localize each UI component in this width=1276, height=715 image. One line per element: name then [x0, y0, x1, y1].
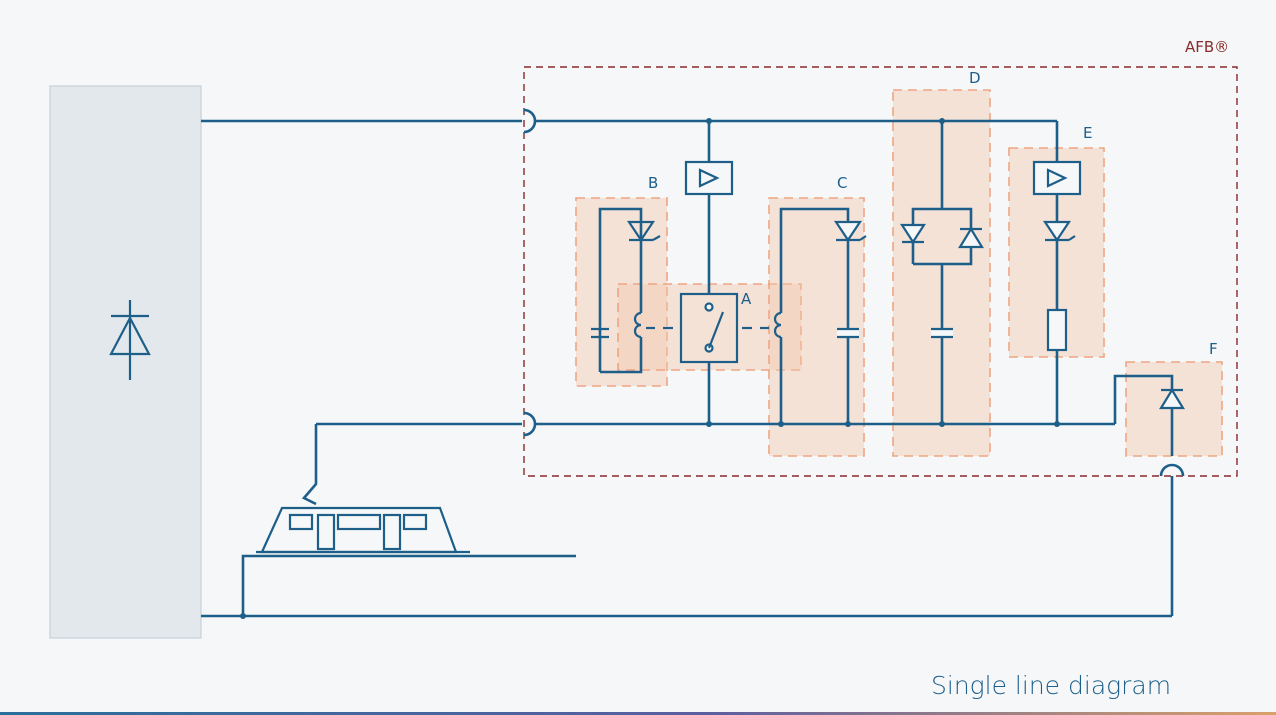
- capacitor-icon: [591, 327, 609, 339]
- junction-dots: [240, 118, 1060, 619]
- afb-boundary: [523, 66, 1238, 477]
- coil-icon: [633, 311, 642, 339]
- thyristor-icon: [958, 226, 984, 249]
- zone-label-d: D: [969, 69, 981, 87]
- amplifier-icon: [684, 160, 734, 196]
- zone-b: [575, 197, 668, 387]
- thyristor-icon: [899, 223, 927, 245]
- diode-icon: [109, 300, 151, 380]
- zone-label-c: C: [837, 174, 847, 192]
- thyristor-icon: [1042, 220, 1076, 242]
- zone-label-e: E: [1083, 124, 1092, 142]
- afb-label: AFB®: [1185, 38, 1229, 56]
- branch-a: [646, 121, 769, 424]
- resistor-icon: [1046, 308, 1068, 352]
- thyristor-icon: [626, 220, 661, 242]
- rectifier-block: [49, 85, 202, 639]
- branch-d: [899, 121, 984, 424]
- capacitor-icon: [837, 327, 859, 339]
- diode-icon: [1159, 387, 1185, 410]
- zone-label-f: F: [1209, 340, 1218, 358]
- main-wiring: [201, 108, 1185, 618]
- branch-c: [773, 207, 867, 424]
- capacitor-icon: [931, 327, 953, 339]
- zone-label-a: A: [741, 290, 752, 308]
- diagram-caption: Single line diagram: [931, 671, 1171, 700]
- thyristor-icon: [833, 220, 867, 242]
- bottom-accent-line: [0, 712, 1276, 715]
- branch-b: [591, 207, 661, 374]
- amplifier-icon: [1032, 160, 1082, 196]
- tram-icon: [256, 506, 470, 554]
- coil-icon: [773, 311, 782, 339]
- switch-blade-icon: [707, 311, 725, 349]
- zone-label-b: B: [648, 174, 658, 192]
- branch-e: [1032, 121, 1082, 424]
